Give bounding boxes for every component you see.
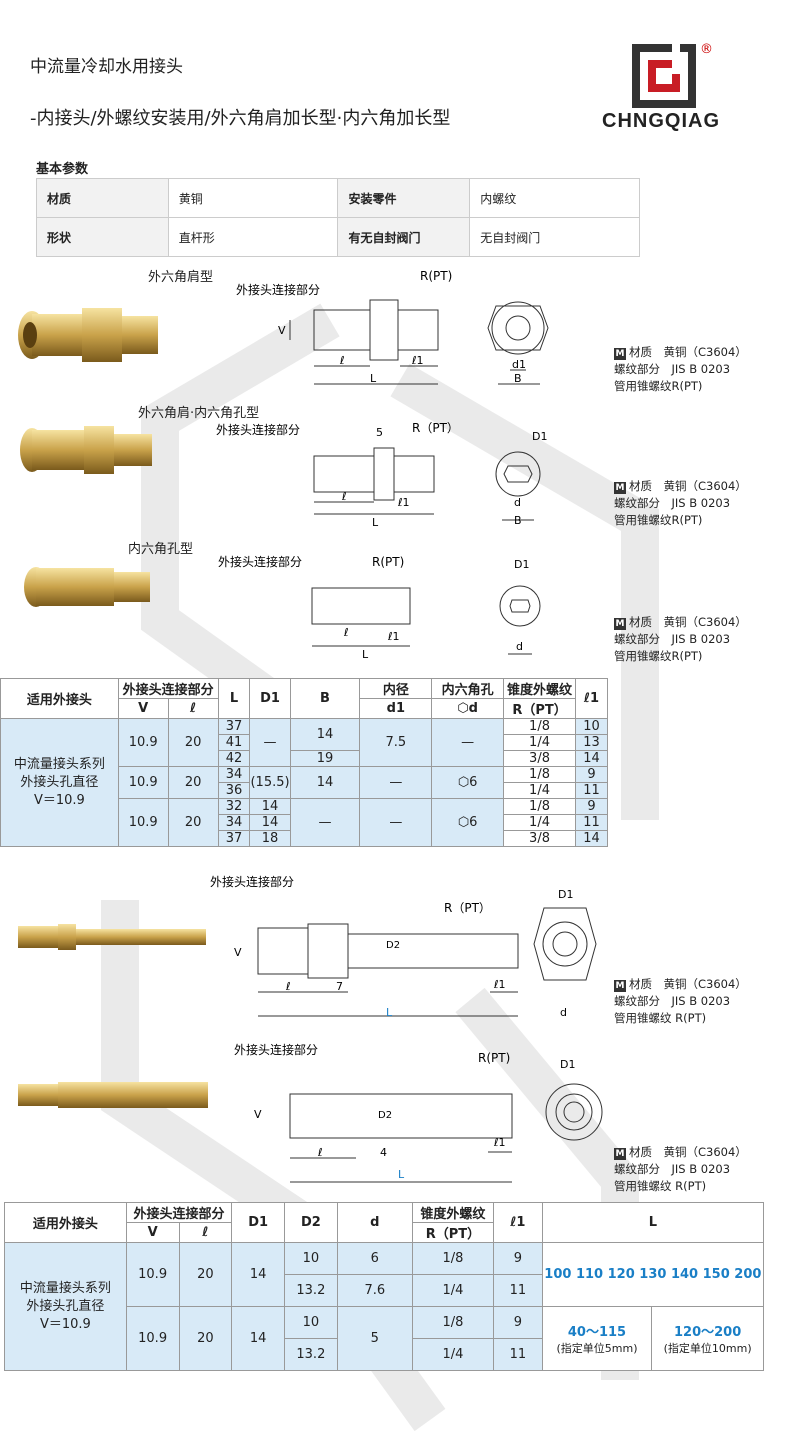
svg-text:d: d: [514, 496, 521, 509]
svg-text:ℓ: ℓ: [343, 626, 349, 639]
svg-text:L: L: [386, 1006, 393, 1019]
fig3-photo: [24, 567, 150, 607]
table-row: 形状 直杆形 有无自封阀门 无自封阀门: [36, 217, 640, 257]
fig2-rpt-label: R（PT）: [412, 421, 459, 435]
fig1-title: 外六角肩型: [148, 270, 214, 285]
spec-table-2: 适用外接头 外接头连接部分 D1 D2 d 锥度外螺纹 ℓ1 L V ℓ R（P…: [4, 1202, 765, 1371]
param-value: 直杆形: [167, 217, 339, 257]
param-value: 内螺纹: [469, 178, 640, 218]
svg-text:ℓ1: ℓ1: [493, 978, 506, 991]
l-values: 100 110 120 130 140 150 200: [541, 1242, 765, 1307]
svg-text:ℓ: ℓ: [341, 490, 347, 503]
table-row: 材质 黄铜 安装零件 内螺纹: [36, 178, 640, 218]
param-value: 黄铜: [167, 178, 339, 218]
l-unit-1: (指定单位5mm): [556, 1342, 638, 1355]
fig2-photo: [20, 426, 152, 474]
table-row: 中流量接头系列 外接头孔直径 V＝10.9 10.9 20 14 10 6 1/…: [4, 1242, 765, 1371]
svg-text:ℓ1: ℓ1: [387, 630, 400, 643]
fig4-photo: [18, 924, 206, 950]
svg-text:V: V: [234, 946, 242, 959]
dim-7: 7: [336, 980, 343, 993]
svg-text:B: B: [514, 514, 522, 527]
table-row: 10.9 20 14 10 5 1/8 9 40～115 (指定单位5mm) 1…: [4, 1306, 764, 1371]
fig1-drawing: 外接头连接部分 R(PT) ℓ L ℓ1 V d1 B: [236, 269, 549, 385]
param-key: 有无自封阀门: [337, 217, 471, 257]
fig3-conn-label: 外接头连接部分: [218, 554, 302, 569]
table-row: 10.9 20 34 (15.5) 14 — ⬡6 1/8 9: [0, 766, 609, 799]
fig5-drawing: 外接头连接部分 R(PT) ℓ 4 L ℓ1 V D2: [234, 1042, 513, 1183]
table-row: 中流量接头系列 外接头孔直径 V＝10.9 10.9 20 37 — 14 7.…: [0, 718, 609, 847]
svg-text:D2: D2: [378, 1110, 392, 1121]
l-range-1: 40～115: [567, 1325, 627, 1340]
svg-text:ℓ1: ℓ1: [493, 1136, 506, 1149]
fig2-conn-label: 外接头连接部分: [216, 422, 300, 437]
material-icon: M: [614, 980, 626, 992]
dim-L: L: [370, 372, 377, 385]
svg-text:L: L: [362, 648, 369, 661]
fig5-end-view: D1: [545, 1058, 603, 1141]
fig4-end-view: D1 d: [533, 888, 597, 1019]
fig5-conn-label: 外接头连接部分: [234, 1042, 318, 1057]
fig4-drawing: 外接头连接部分 R（PT） ℓ 7 L ℓ1 V D2: [210, 874, 519, 1019]
fig1-photo: [18, 308, 158, 362]
param-key: 安装零件: [337, 178, 471, 218]
fig2-drawing: 外接头连接部分 R（PT） 5 ℓ L ℓ1 D1 d B: [216, 421, 547, 529]
svg-text:V: V: [254, 1108, 262, 1121]
fig2-title: 外六角肩·内六角孔型: [138, 406, 260, 421]
dim-B: B: [514, 372, 522, 385]
dim-4: 4: [380, 1146, 387, 1159]
registered-mark: ®: [700, 42, 713, 57]
params-heading: 基本参数: [36, 162, 89, 177]
brand-name: CHNGQIAG: [602, 110, 720, 132]
svg-text:D1: D1: [560, 1058, 575, 1071]
fig3-rpt-label: R(PT): [372, 555, 404, 569]
dim-l1: ℓ1: [411, 354, 424, 367]
fig1-conn-label: 外接头连接部分: [236, 282, 320, 297]
dim-5: 5: [376, 426, 383, 439]
svg-text:ℓ: ℓ: [285, 980, 291, 993]
param-value: 无自封阀门: [469, 217, 640, 257]
param-key: 形状: [36, 217, 169, 257]
page-title: 中流量冷却水用接头: [30, 57, 183, 77]
brand-logo: ® CHNGQIAG: [600, 40, 750, 140]
params-table: 材质 黄铜 安装零件 内螺纹 形状 直杆形 有无自封阀门 无自封阀门: [36, 178, 640, 257]
logo-icon: [632, 44, 696, 108]
svg-text:D1: D1: [514, 558, 529, 571]
l-unit-2: (指定单位10mm): [663, 1342, 752, 1355]
dim-d1: d1: [512, 358, 526, 371]
table-row: 10.9 20 32 14 — — ⬡6 1/8 9: [0, 798, 609, 847]
material-icon: M: [614, 348, 626, 360]
fig1-rpt-label: R(PT): [420, 269, 452, 283]
spec-table-1: 适用外接头 外接头连接部分 L D1 B 内径 内六角孔 锥度外螺纹 ℓ1 V …: [0, 678, 609, 847]
dim-D1: D1: [532, 430, 547, 443]
fig4-conn-label: 外接头连接部分: [210, 874, 294, 889]
dim-D2: D2: [386, 940, 400, 951]
svg-text:ℓ: ℓ: [317, 1146, 323, 1159]
svg-text:D1: D1: [558, 888, 573, 901]
svg-text:d: d: [560, 1006, 567, 1019]
fig5-photo: [18, 1082, 208, 1108]
page-subtitle: -内接头/外螺纹安装用/外六角肩加长型·内六角加长型: [30, 108, 451, 129]
svg-text:L: L: [398, 1168, 405, 1181]
fig5-rpt-label: R(PT): [478, 1051, 510, 1065]
param-key: 材质: [36, 178, 169, 218]
fig3-title: 内六角孔型: [128, 542, 194, 557]
dim-l: ℓ: [339, 354, 345, 367]
svg-text:d: d: [516, 640, 523, 653]
svg-text:ℓ1: ℓ1: [397, 496, 410, 509]
svg-text:L: L: [372, 516, 379, 529]
fig3-drawing: 外接头连接部分 R(PT) ℓ L ℓ1 D1 d: [218, 554, 541, 661]
material-icon: M: [614, 482, 626, 494]
l-range-2: 120～200: [674, 1325, 742, 1340]
fig4-rpt-label: R（PT）: [444, 901, 491, 915]
material-icon: M: [614, 1148, 626, 1160]
dim-V: V: [278, 324, 286, 337]
material-icon: M: [614, 618, 626, 630]
